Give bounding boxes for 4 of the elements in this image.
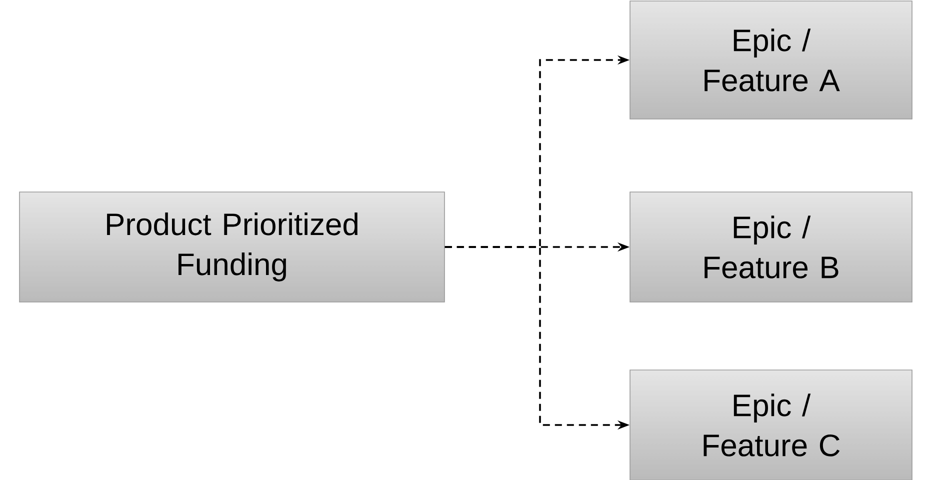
process-box: Product Prioritized Funding — [19, 192, 445, 302]
process-box: Epic / Feature B — [630, 192, 912, 302]
process-box: Epic / Feature C — [630, 370, 912, 480]
process-box: Epic / Feature A — [630, 0, 912, 120]
